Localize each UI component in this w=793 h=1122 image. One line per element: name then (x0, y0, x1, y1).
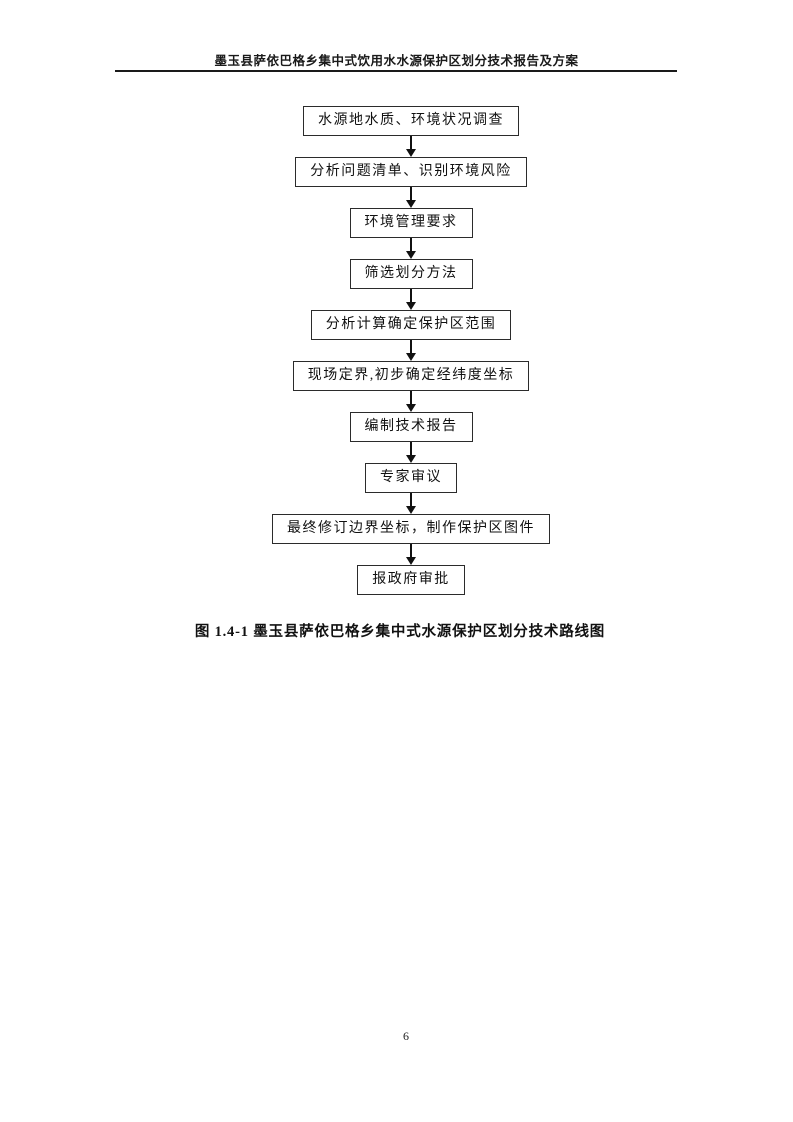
flow-step-3: 环境管理要求 (349, 208, 473, 238)
down-arrow-icon (405, 136, 417, 157)
flow-step-5: 分析计算确定保护区范围 (310, 310, 512, 340)
down-arrow-icon (405, 544, 417, 565)
flow-step-8: 专家审议 (365, 463, 457, 493)
down-arrow-icon (405, 340, 417, 361)
down-arrow-icon (405, 187, 417, 208)
down-arrow-icon (405, 289, 417, 310)
flowchart: 水源地水质、环境状况调查 分析问题清单、识别环境风险 环境管理要求 筛选划分方法… (0, 106, 793, 595)
down-arrow-icon (405, 238, 417, 259)
flow-step-2: 分析问题清单、识别环境风险 (295, 157, 527, 187)
flow-step-4: 筛选划分方法 (349, 259, 473, 289)
down-arrow-icon (405, 442, 417, 463)
down-arrow-icon (405, 391, 417, 412)
figure-caption: 图 1.4-1 墨玉县萨依巴格乡集中式水源保护区划分技术路线图 (194, 624, 606, 640)
flow-step-10: 报政府审批 (357, 565, 465, 595)
page-number: 6 (403, 1029, 409, 1043)
header-title: 墨玉县萨依巴格乡集中式饮用水水源保护区划分技术报告及方案 (214, 54, 579, 68)
header-rule (115, 70, 677, 73)
down-arrow-icon (405, 493, 417, 514)
flow-step-6: 现场定界,初步确定经纬度坐标 (292, 361, 530, 391)
flow-step-1: 水源地水质、环境状况调查 (303, 106, 519, 136)
flow-step-9: 最终修订边界坐标，制作保护区图件 (272, 514, 550, 544)
flow-step-7: 编制技术报告 (349, 412, 473, 442)
